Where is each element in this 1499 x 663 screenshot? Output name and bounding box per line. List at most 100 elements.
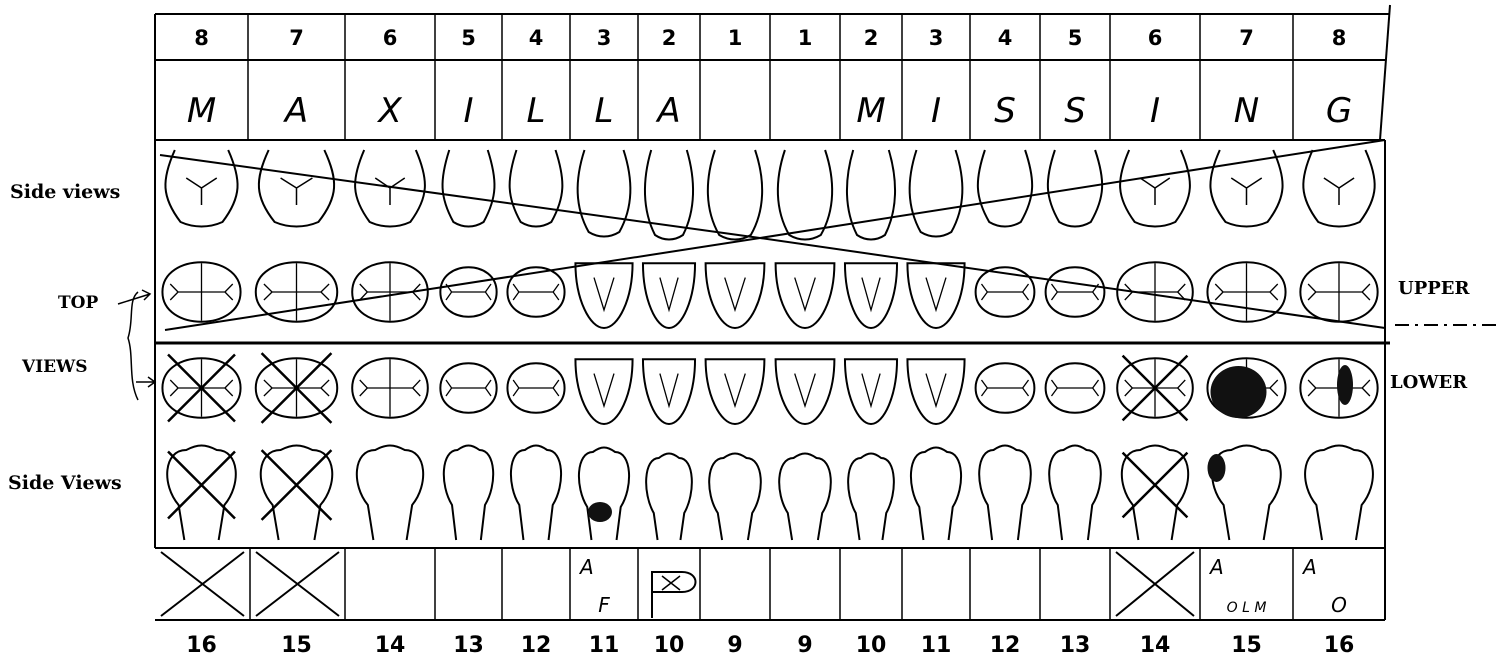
label-upper: UPPER [1398,278,1470,299]
cingulum-mark [926,374,946,406]
upper-top-view-teeth [162,262,1377,328]
molar-groove [1140,178,1170,205]
tooth-number-bottom: 16 [186,633,217,658]
lower-top-tooth [706,359,765,424]
filled-caries-mark [588,502,612,522]
cingulum-mark [594,374,614,406]
box-mark-top: A [578,555,594,579]
upper-box-letter: A [655,91,680,131]
tooth-number-bottom: 9 [727,633,742,658]
lower-side-tooth [979,446,1031,541]
label-side-views-upper: Side views [10,181,120,203]
tooth-number-bottom: 11 [921,633,952,658]
tooth-number-bottom: 15 [1231,633,1262,658]
missing-tooth-x-icon [1116,552,1194,616]
fissure-lines [264,263,329,321]
molar-groove [281,178,313,205]
bottom-number-row: 161514131211109910111213141516 [186,633,1354,658]
box-mark-top: A [1208,555,1224,579]
tooth-number-top: 3 [929,26,944,50]
upper-box-letter: M [856,91,885,131]
fissure-lines [446,380,491,396]
upper-side-tooth [708,150,762,240]
label-lower: LOWER [1390,372,1468,393]
upper-side-tooth [910,150,963,237]
lower-side-tooth [1122,446,1188,541]
upper-top-tooth [776,263,835,328]
lower-top-tooth [776,359,835,424]
upper-box-letter: N [1234,91,1259,131]
fissure-lines [1125,263,1185,321]
tooth-number-bottom: 11 [589,633,620,658]
tooth-number-top: 6 [1148,26,1163,50]
upper-top-tooth [706,263,765,328]
lower-side-tooth [1305,446,1373,541]
views-brace [128,292,138,400]
label-top: TOP [58,293,98,313]
box-mark-bottom: F [598,593,610,617]
tooth-number-bottom: 10 [856,633,887,658]
upper-box-letter: I [931,91,941,131]
maxilla-strike-lines [160,140,1385,330]
missing-tooth-x-icon [161,552,244,616]
molar-groove [375,178,405,205]
upper-box-letter: M [187,91,216,131]
fissure-lines [513,380,559,396]
p-mark-cross-icon [662,576,680,590]
lower-side-view-teeth [167,446,1373,541]
tooth-cross-mark [262,450,332,520]
lower-side-tooth [444,446,493,541]
chart-frame [155,5,1390,620]
upper-top-tooth [907,263,964,328]
lower-side-tooth [511,446,561,541]
tooth-number-top: 5 [461,26,476,50]
molar-groove [1324,178,1354,205]
tooth-number-bottom: 16 [1324,633,1355,658]
fissure-lines [360,263,420,321]
upper-side-view-teeth [165,150,1374,240]
upper-box-letter: L [595,91,614,131]
lower-side-tooth [357,446,423,541]
tooth-number-top: 6 [383,26,398,50]
tooth-number-bottom: 10 [654,633,685,658]
fissure-lines [981,284,1028,300]
filled-caries-mark [1208,454,1226,482]
cingulum-mark [725,278,746,310]
tooth-number-top: 8 [1332,26,1347,50]
lower-top-tooth [643,359,695,424]
upper-side-tooth [578,150,631,237]
cingulum-mark [594,278,614,310]
tooth-number-top: 7 [289,26,304,50]
box-mark-top: A [1301,555,1317,579]
upper-box-letter: G [1326,91,1352,131]
lower-side-tooth [1049,446,1101,541]
tooth-number-bottom: 12 [990,633,1021,658]
upper-box-letter: L [527,91,546,131]
upper-box-letter: A [283,91,308,131]
upper-side-tooth [510,150,563,227]
lower-top-view-teeth [162,353,1377,424]
fissure-lines [360,359,420,417]
filled-restoration-mark [1337,365,1353,405]
tooth-number-bottom: 14 [1140,633,1171,658]
p-mark-icon [652,572,696,618]
lower-side-tooth [911,448,961,541]
tooth-number-bottom: 13 [453,633,484,658]
upper-box-letter: S [994,91,1016,131]
upper-side-tooth [978,150,1032,227]
fissure-lines [170,263,232,321]
upper-box-letter: S [1064,91,1086,131]
molar-groove [186,178,217,205]
cingulum-mark [795,374,816,406]
fissure-lines [981,380,1028,396]
molar-groove [1231,178,1262,205]
tooth-number-top: 3 [597,26,612,50]
cingulum-mark [926,278,946,310]
tooth-number-top: 4 [529,26,544,50]
cingulum-mark [862,278,880,310]
lower-side-tooth [709,454,761,541]
tooth-number-top: 5 [1068,26,1083,50]
cingulum-mark [725,374,746,406]
lower-box-marks: AFAO L MAO [161,552,1347,618]
